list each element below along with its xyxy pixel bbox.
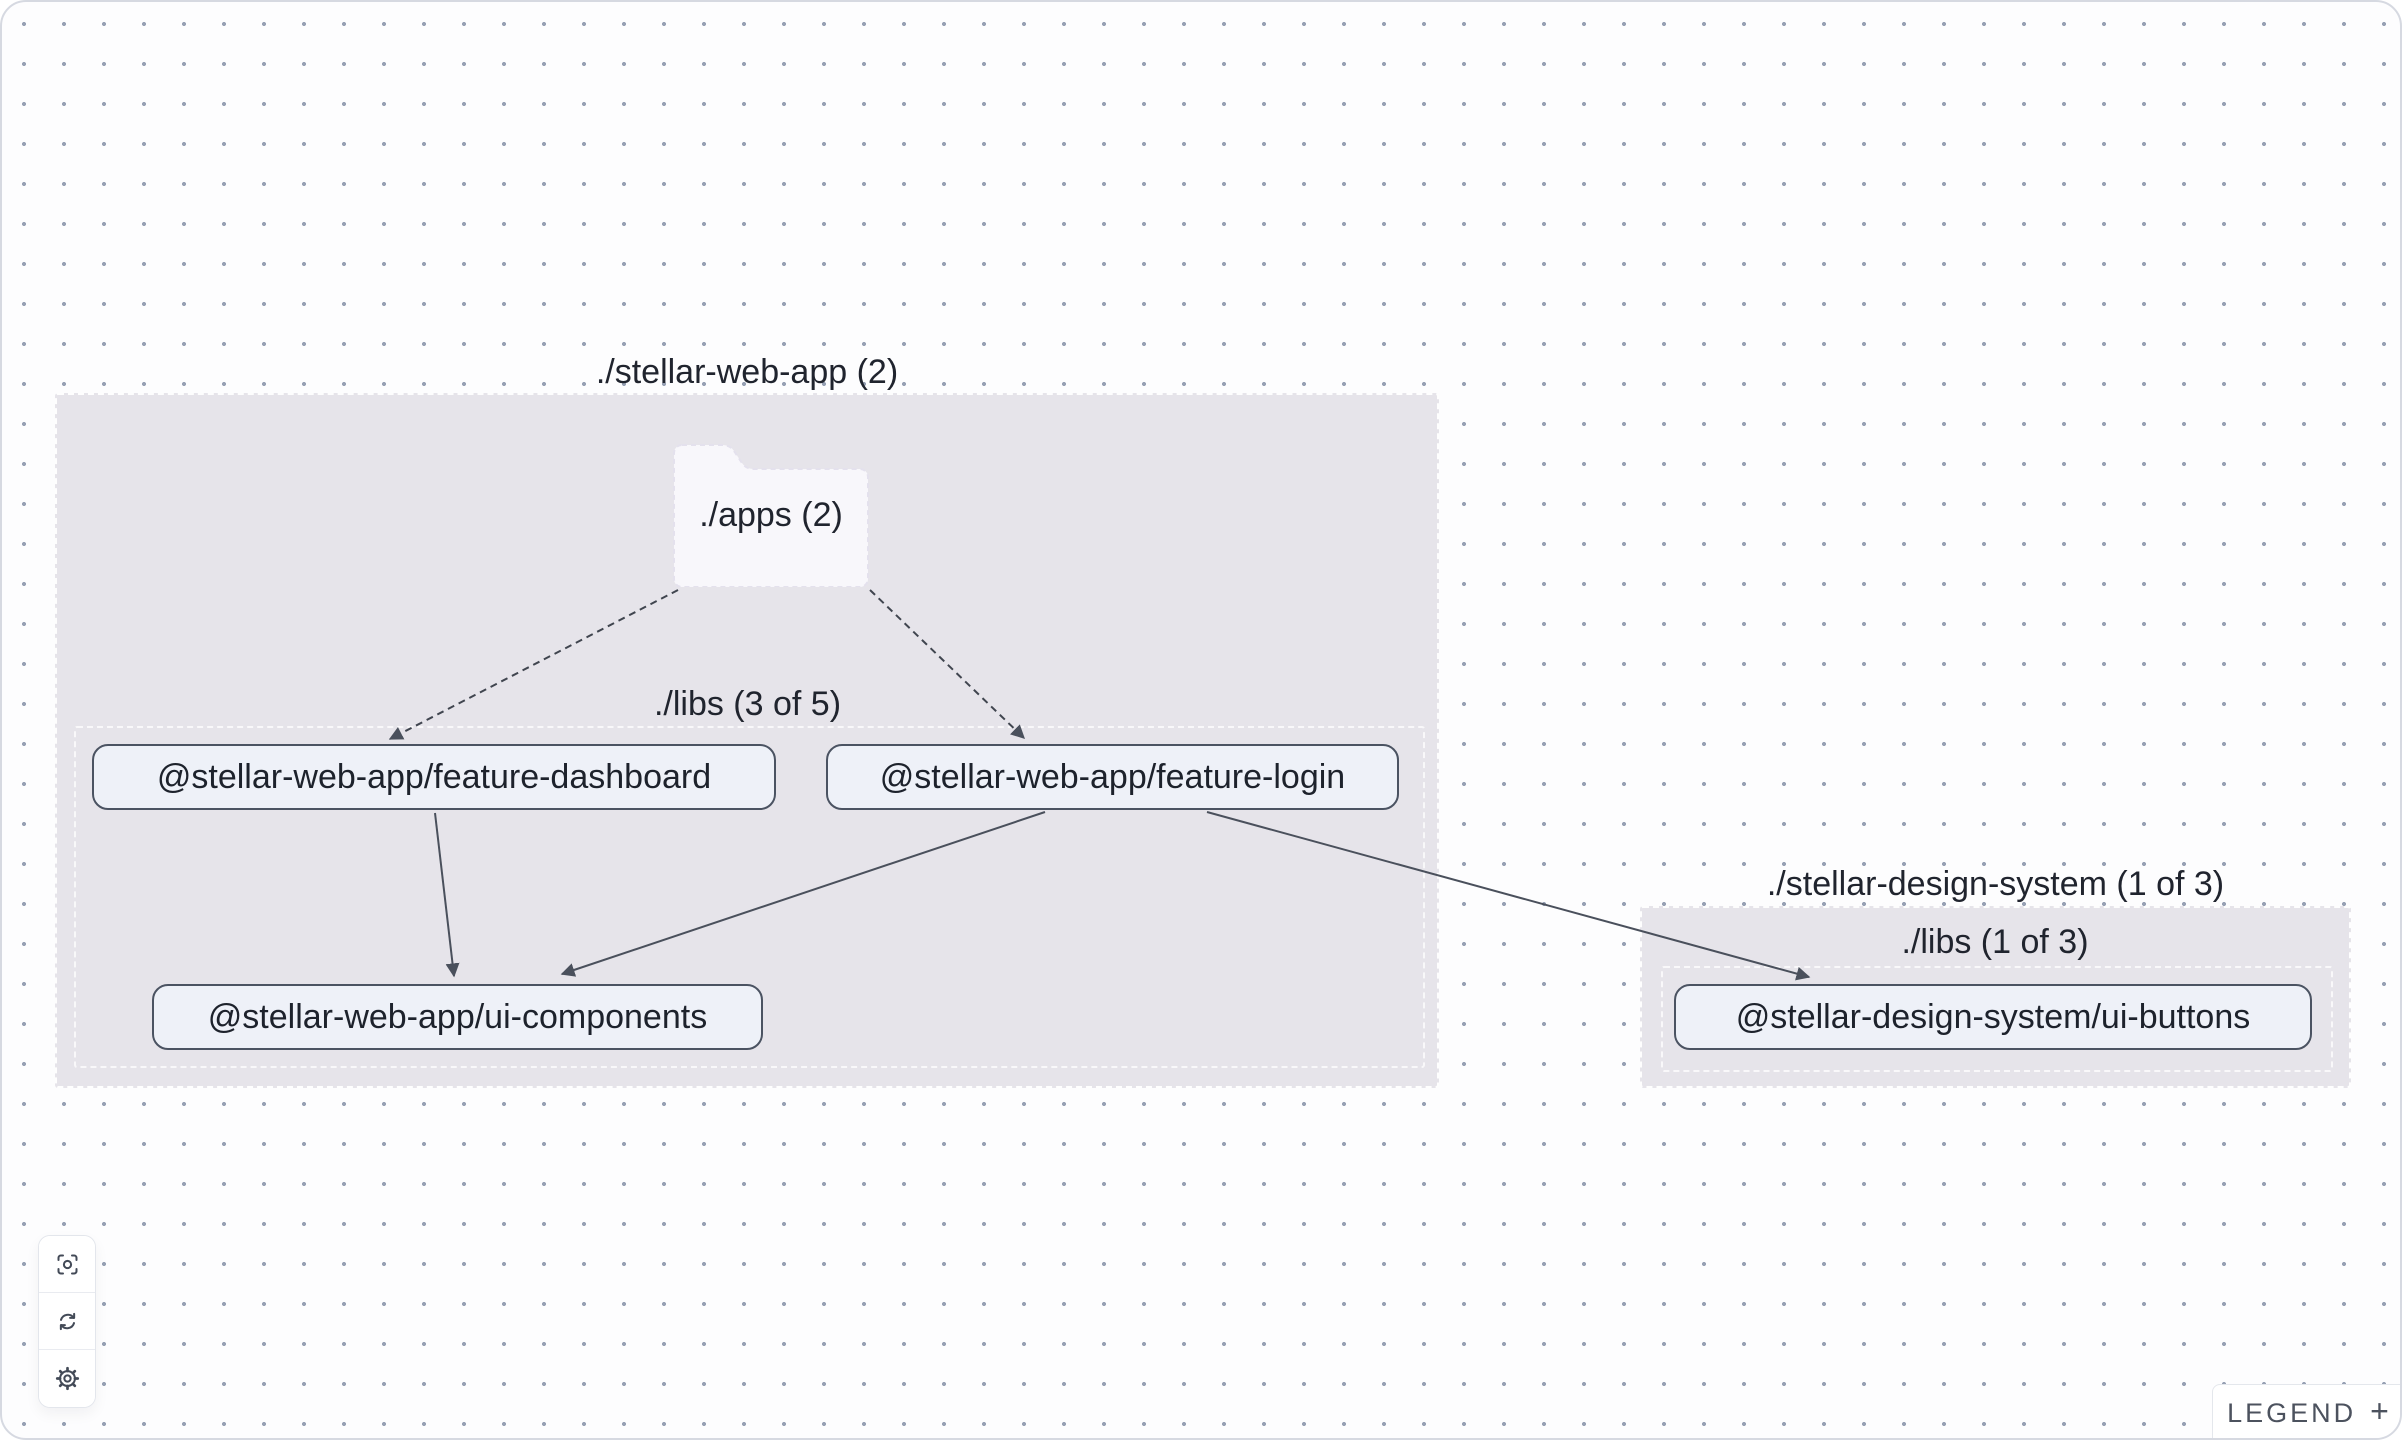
node-label: @stellar-web-app/feature-dashboard [156,757,712,796]
node-feature-login[interactable]: @stellar-web-app/feature-login [826,744,1399,810]
node-ui-buttons[interactable]: @stellar-design-system/ui-buttons [1674,984,2312,1050]
subgroup-libs-design-system [1661,966,2333,1072]
subgroup-label-libs-design-system: ./libs (1 of 3) [1901,923,2089,961]
group-label-stellar-design-system: ./stellar-design-system (1 of 3) [1766,865,2225,903]
legend-label: LEGEND [2227,1397,2357,1428]
plus-icon: + [2370,1393,2389,1429]
legend-toggle[interactable]: LEGEND + [2212,1384,2400,1438]
refresh-button[interactable] [39,1293,95,1350]
canvas-toolbar [38,1235,96,1408]
node-label: @stellar-web-app/feature-login [879,757,1346,796]
node-label: @stellar-web-app/ui-components [207,997,708,1036]
subgroup-label-libs-web-app: ./libs (3 of 5) [653,685,842,723]
focus-icon [56,1253,78,1275]
folder-node-apps[interactable]: ./apps (2) [670,435,872,587]
node-feature-dashboard[interactable]: @stellar-web-app/feature-dashboard [92,744,776,810]
node-label: @stellar-design-system/ui-buttons [1735,997,2251,1036]
folder-node-label: ./apps (2) [699,496,843,534]
folder-icon [673,444,869,587]
node-ui-components[interactable]: @stellar-web-app/ui-components [152,984,763,1050]
group-label-stellar-web-app: ./stellar-web-app (2) [595,353,899,391]
settings-icon [55,1366,79,1391]
settings-button[interactable] [39,1350,95,1407]
focus-button[interactable] [39,1236,95,1293]
refresh-icon [59,1312,75,1330]
